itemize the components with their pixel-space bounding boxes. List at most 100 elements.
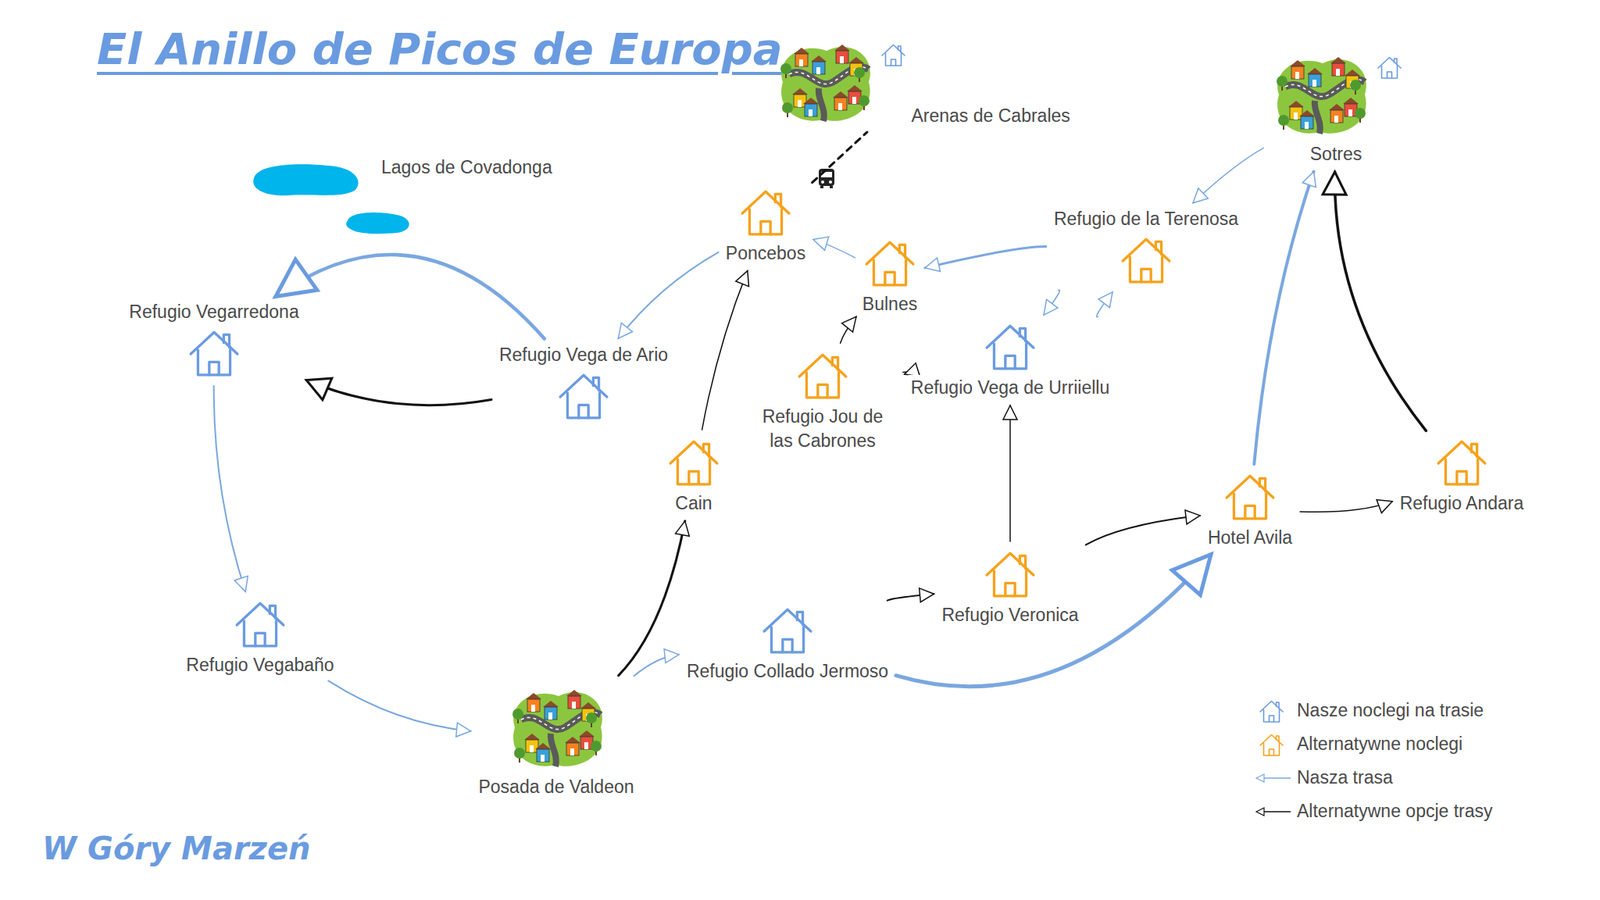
hut-icon	[555, 367, 612, 425]
alt-route-line	[840, 316, 857, 343]
node-icon	[982, 546, 1039, 603]
hut-icon	[759, 602, 816, 659]
hut-node: Refugio de la Terenosa	[1050, 206, 1242, 289]
node-icon	[1433, 434, 1490, 491]
hut-node: Refugio Vega de Urriiellu	[907, 318, 1113, 401]
legend-item: Nasza trasa	[1250, 760, 1493, 795]
route-line	[328, 680, 471, 732]
hut-icon	[737, 184, 794, 241]
legend-sample	[1250, 762, 1297, 794]
place-name: Bulnes	[859, 291, 921, 318]
node-icon	[185, 325, 243, 382]
legend-text: Alternatywne noclegi	[1296, 733, 1463, 755]
place-name: Refugio Collado Jermoso	[683, 658, 892, 685]
place-name: Posada de Valdeon	[475, 774, 637, 800]
legend-text: Nasze noclegi na trasie	[1296, 700, 1484, 722]
route-line	[1043, 289, 1060, 315]
lake-label: Lagos de Covadonga	[378, 156, 556, 179]
route-line	[813, 239, 856, 258]
bus-icon	[818, 168, 835, 189]
place-name: Sotres	[1307, 141, 1365, 168]
village-icon	[1267, 46, 1405, 142]
brand-watermark: W Góry Marzeń	[39, 829, 315, 868]
hut-icon	[861, 235, 918, 292]
route-line	[1192, 147, 1264, 203]
node-icon	[737, 184, 794, 241]
place-name: Refugio Vega de Ario	[496, 342, 672, 368]
place-name: Refugio Jou de las Cabrones	[745, 403, 900, 454]
legend-item: Nasze noclegi na trasie	[1250, 693, 1493, 728]
legend-item: Alternatywne noclegi	[1250, 727, 1493, 761]
node-icon	[794, 347, 851, 404]
alt-route-line	[1300, 501, 1393, 512]
place-name: Refugio de la Terenosa	[1050, 206, 1242, 233]
alt-route-line	[618, 521, 686, 676]
legend: Nasze noclegi na trasieAlternatywne nocl…	[1250, 693, 1493, 829]
hut-node: Refugio Vega de Ario	[496, 342, 672, 425]
place-name: Refugio Veronica	[938, 602, 1082, 629]
hut-node: Refugio Collado Jermoso	[683, 602, 892, 685]
diagram-title: El Anillo de Picos de Europa	[96, 23, 783, 75]
route-line	[214, 385, 247, 592]
hut-node: Refugio Andara	[1396, 434, 1528, 517]
hut-node: Poncebos	[722, 184, 809, 267]
hut-node: Refugio Jou de las Cabrones	[745, 347, 900, 454]
node-icon	[1117, 232, 1175, 289]
hut-icon	[232, 596, 289, 653]
alt-route-line	[1085, 515, 1200, 546]
alt-route-line	[903, 371, 910, 375]
hut-node: Refugio Vegabaño	[182, 596, 337, 679]
node-icon	[982, 318, 1039, 375]
place-name: Refugio Vegarredona	[125, 299, 302, 325]
hut-icon	[1433, 434, 1490, 491]
node-icon	[232, 596, 289, 653]
place-name: Refugio Vegabaño	[182, 652, 337, 679]
hut-node: Arenas de Cabrales	[771, 33, 1074, 129]
node-icon	[759, 602, 816, 659]
hut-node: Hotel Avila	[1204, 468, 1296, 551]
hut-node: Refugio Vegarredona	[125, 299, 302, 382]
alt-route-line	[812, 132, 868, 183]
hut-icon	[185, 325, 243, 382]
place-name: Arenas de Cabrales	[908, 103, 1074, 129]
legend-item: Alternatywne opcje trasy	[1250, 794, 1493, 829]
alt-route-line	[306, 380, 492, 406]
node-icon	[555, 367, 612, 425]
route-line	[896, 554, 1211, 687]
place-name: Refugio Andara	[1396, 490, 1528, 517]
alt-route-line	[1009, 405, 1011, 542]
hut-icon	[1221, 468, 1279, 525]
route-line	[275, 254, 545, 340]
route-line	[1096, 292, 1113, 318]
lake	[253, 164, 358, 196]
route-line	[634, 654, 679, 676]
route-line	[1253, 171, 1314, 465]
route-line	[925, 246, 1047, 268]
node-icon	[1267, 46, 1405, 142]
alt-route-line	[702, 271, 748, 430]
hut-icon	[1117, 232, 1175, 289]
hut-icon	[794, 347, 851, 404]
hut-node: Bulnes	[859, 235, 921, 318]
hut-icon	[982, 546, 1039, 603]
village-icon	[503, 678, 610, 775]
legend-text: Alternatywne opcje trasy	[1296, 800, 1493, 822]
village-icon	[771, 33, 909, 129]
lake	[346, 212, 410, 234]
hut-icon	[982, 318, 1039, 375]
legend-text: Nasza trasa	[1296, 767, 1393, 789]
place-name: Refugio Vega de Urriiellu	[907, 375, 1113, 401]
place-name: Poncebos	[722, 240, 809, 267]
hut-node: Sotres	[1267, 46, 1405, 168]
hut-icon	[665, 434, 722, 491]
node-icon	[503, 678, 610, 775]
node-icon	[861, 235, 918, 292]
legend-sample	[1250, 695, 1297, 727]
route-line	[617, 252, 718, 339]
node-icon	[1221, 468, 1279, 525]
hut-node: Cain	[665, 434, 722, 517]
legend-sample	[1250, 796, 1297, 828]
alt-route-line	[1335, 171, 1427, 431]
place-name: Hotel Avila	[1204, 525, 1296, 551]
alt-route-line	[887, 593, 935, 600]
